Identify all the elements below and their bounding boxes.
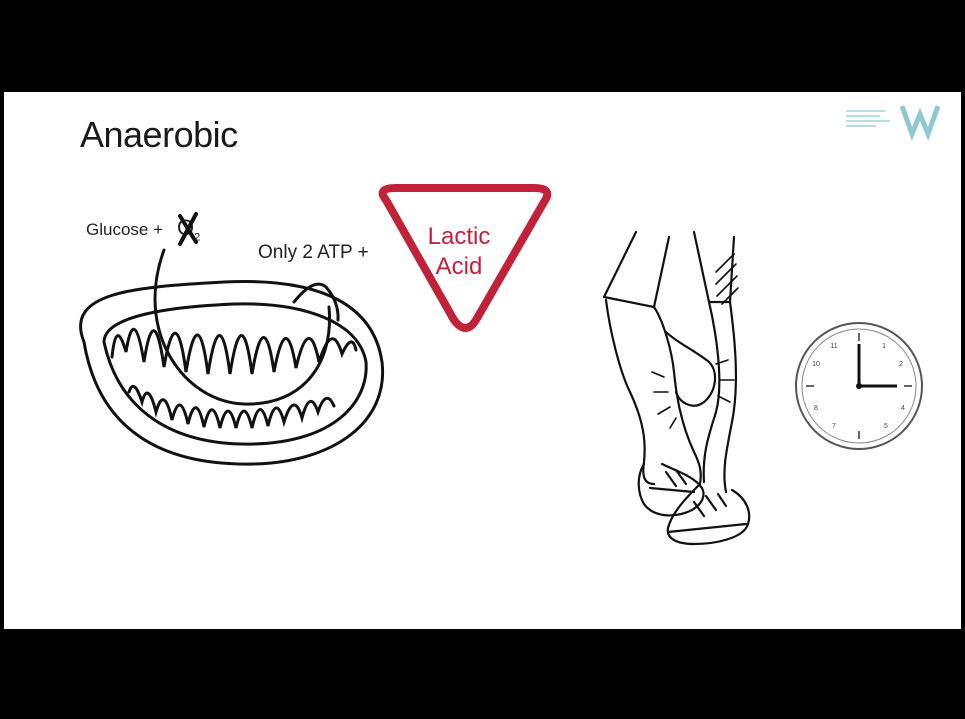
lactic-acid-line1: Lactic <box>414 222 504 252</box>
lactic-acid-label: Lactic Acid <box>414 222 504 282</box>
svg-text:8: 8 <box>814 405 818 412</box>
lactic-acid-line2: Acid <box>414 252 504 282</box>
cross-out-icon <box>180 214 196 244</box>
mitochondrion-icon <box>81 250 383 464</box>
svg-text:10: 10 <box>812 361 820 368</box>
legs-cramp-icon <box>604 232 749 544</box>
svg-text:7: 7 <box>832 423 836 430</box>
curved-arrow-icon <box>155 250 330 404</box>
svg-text:2: 2 <box>899 361 903 368</box>
letterbox-bottom <box>0 629 965 719</box>
clock-icon: 1 2 4 5 7 8 10 11 <box>796 323 922 449</box>
video-frame[interactable]: Anaerobic Glucose + O2 Only 2 ATP + <box>4 92 961 629</box>
svg-text:4: 4 <box>901 405 905 412</box>
svg-text:1: 1 <box>882 343 886 350</box>
svg-text:11: 11 <box>830 343 837 350</box>
illustration: 1 2 4 5 7 8 10 11 <box>4 92 961 629</box>
letterbox-top <box>0 0 965 92</box>
svg-text:5: 5 <box>884 423 888 430</box>
